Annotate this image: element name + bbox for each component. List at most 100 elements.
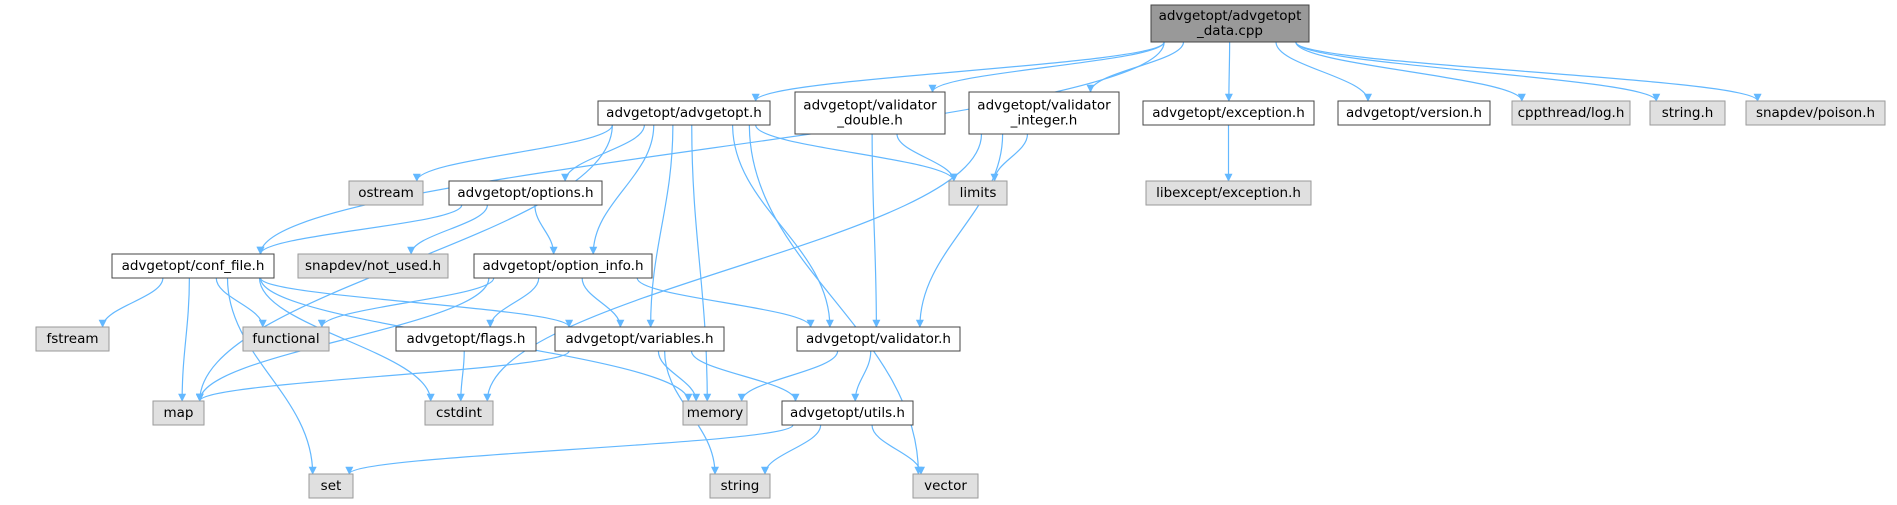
- node-box-string: [709, 473, 771, 499]
- node-cstdint: cstdint: [424, 400, 494, 426]
- node-memory: memory: [682, 400, 748, 426]
- node-label-root-0: advgetopt/advgetopt: [1159, 8, 1302, 24]
- edge-options_h-to-option_info_h: [534, 204, 558, 255]
- node-box-option_info_h: [473, 253, 653, 279]
- node-box-ostream: [348, 180, 424, 206]
- node-box-poison_h: [1745, 100, 1886, 126]
- node-label-cppthread_log-0: cppthread/log.h: [1518, 105, 1625, 121]
- node-label-not_used_h-0: snapdev/not_used.h: [305, 258, 441, 274]
- node-utils_h[interactable]: advgetopt/utils.h: [781, 400, 914, 426]
- edge-advgetopt_h-to-validator_h: [732, 124, 834, 328]
- nodes-layer: advgetopt/advgetopt_data.cppadvgetopt/ad…: [35, 4, 1886, 499]
- edge-variables_h-to-memory: [657, 350, 701, 402]
- node-label-variables_h-0: advgetopt/variables.h: [565, 331, 713, 347]
- node-root[interactable]: advgetopt/advgetopt_data.cpp: [1150, 4, 1310, 43]
- edge-variables_h-to-utils_h: [690, 350, 800, 402]
- node-label-poison_h-0: snapdev/poison.h: [1756, 105, 1875, 121]
- node-string: string: [709, 473, 771, 499]
- node-label-root-1: _data.cpp: [1196, 23, 1263, 39]
- node-string_h: string.h: [1649, 100, 1726, 126]
- node-box-root: [1150, 4, 1310, 43]
- node-box-fstream: [35, 326, 110, 352]
- edge-advgetopt_h-to-options_h: [561, 124, 645, 182]
- node-label-map-0: map: [164, 405, 194, 421]
- node-label-version_h-0: advgetopt/version.h: [1346, 105, 1482, 121]
- node-label-string_h-0: string.h: [1662, 105, 1714, 121]
- node-label-option_info_h-0: advgetopt/option_info.h: [482, 258, 643, 274]
- node-version_h[interactable]: advgetopt/version.h: [1337, 100, 1491, 126]
- edge-conf_file_h-to-variables_h: [259, 277, 573, 328]
- node-limits: limits: [948, 180, 1008, 206]
- node-box-libexcept: [1145, 180, 1312, 206]
- node-not_used_h: snapdev/not_used.h: [297, 253, 449, 279]
- node-map: map: [152, 400, 205, 426]
- node-box-string_h: [1649, 100, 1726, 126]
- edge-validator_double_h-to-validator_h: [871, 133, 881, 328]
- node-label-functional-0: functional: [252, 331, 319, 347]
- node-label-ostream-0: ostream: [358, 185, 414, 201]
- edge-root-to-string_h: [1295, 41, 1661, 102]
- node-label-string-0: string: [721, 478, 760, 494]
- node-box-validator_integer_h: [968, 91, 1120, 135]
- node-box-version_h: [1337, 100, 1491, 126]
- edge-utils_h-to-string: [761, 424, 822, 475]
- node-label-validator_integer_h-1: _integer.h: [1010, 113, 1078, 129]
- edge-validator_h-to-utils_h: [851, 350, 872, 402]
- node-box-advgetopt_h: [597, 100, 771, 126]
- node-advgetopt_h[interactable]: advgetopt/advgetopt.h: [597, 100, 771, 126]
- edge-advgetopt_h-to-limits: [755, 124, 958, 182]
- node-conf_file_h[interactable]: advgetopt/conf_file.h: [111, 253, 275, 279]
- node-validator_integer_h[interactable]: advgetopt/validator_integer.h: [968, 91, 1120, 135]
- node-label-cstdint-0: cstdint: [436, 405, 482, 421]
- node-libexcept: libexcept/exception.h: [1145, 180, 1312, 206]
- node-validator_double_h[interactable]: advgetopt/validator_double.h: [794, 91, 946, 135]
- node-options_h[interactable]: advgetopt/options.h: [448, 180, 603, 206]
- edge-root-to-validator_double_h: [928, 41, 1165, 93]
- edge-validator_integer_h-to-cstdint: [483, 133, 983, 402]
- node-set: set: [308, 473, 354, 499]
- edge-validator_h-to-memory: [737, 350, 839, 402]
- edge-advgetopt_h-to-variables_h: [646, 124, 674, 328]
- node-label-memory-0: memory: [687, 405, 743, 421]
- node-box-flags_h: [395, 326, 537, 352]
- node-flags_h[interactable]: advgetopt/flags.h: [395, 326, 537, 352]
- edge-conf_file_h-to-functional: [215, 277, 267, 328]
- node-exception_h[interactable]: advgetopt/exception.h: [1142, 100, 1315, 126]
- edge-validator_integer_h-to-validator_h: [915, 133, 1004, 328]
- node-box-functional: [242, 326, 330, 352]
- edge-options_h-to-not_used_h: [407, 204, 488, 255]
- node-label-advgetopt_h-0: advgetopt/advgetopt.h: [606, 105, 762, 121]
- node-label-flags_h-0: advgetopt/flags.h: [407, 331, 526, 347]
- node-label-exception_h-0: advgetopt/exception.h: [1152, 105, 1305, 121]
- node-poison_h: snapdev/poison.h: [1745, 100, 1886, 126]
- edge-option_info_h-to-map: [195, 277, 490, 402]
- node-variables_h[interactable]: advgetopt/variables.h: [554, 326, 725, 352]
- edge-root-to-poison_h: [1295, 41, 1762, 102]
- edge-root-to-conf_file_h: [256, 41, 1165, 255]
- node-label-validator_integer_h-0: advgetopt/validator: [977, 98, 1111, 114]
- edge-root-to-exception_h: [1224, 41, 1233, 102]
- edge-option_info_h-to-validator_h: [636, 277, 815, 328]
- node-label-conf_file_h-0: advgetopt/conf_file.h: [122, 258, 265, 274]
- edge-conf_file_h-to-map: [178, 277, 190, 402]
- node-label-validator_double_h-0: advgetopt/validator: [803, 98, 937, 114]
- edge-advgetopt_h-to-ostream: [412, 124, 613, 182]
- node-box-exception_h: [1142, 100, 1315, 126]
- node-box-cstdint: [424, 400, 494, 426]
- node-box-set: [308, 473, 354, 499]
- node-box-map: [152, 400, 205, 426]
- edge-flags_h-to-cstdint: [456, 350, 465, 402]
- node-cppthread_log: cppthread/log.h: [1511, 100, 1631, 126]
- node-label-fstream-0: fstream: [46, 331, 98, 347]
- edge-conf_file_h-to-fstream: [98, 277, 164, 328]
- node-box-validator_h: [796, 326, 961, 352]
- edge-root-to-cppthread_log: [1295, 41, 1526, 102]
- edge-advgetopt_h-to-option_info_h: [589, 124, 655, 255]
- node-option_info_h[interactable]: advgetopt/option_info.h: [473, 253, 653, 279]
- node-validator_h[interactable]: advgetopt/validator.h: [796, 326, 961, 352]
- node-box-memory: [682, 400, 748, 426]
- edge-option_info_h-to-variables_h: [581, 277, 625, 328]
- edge-validator_integer_h-to-limits: [990, 133, 1029, 182]
